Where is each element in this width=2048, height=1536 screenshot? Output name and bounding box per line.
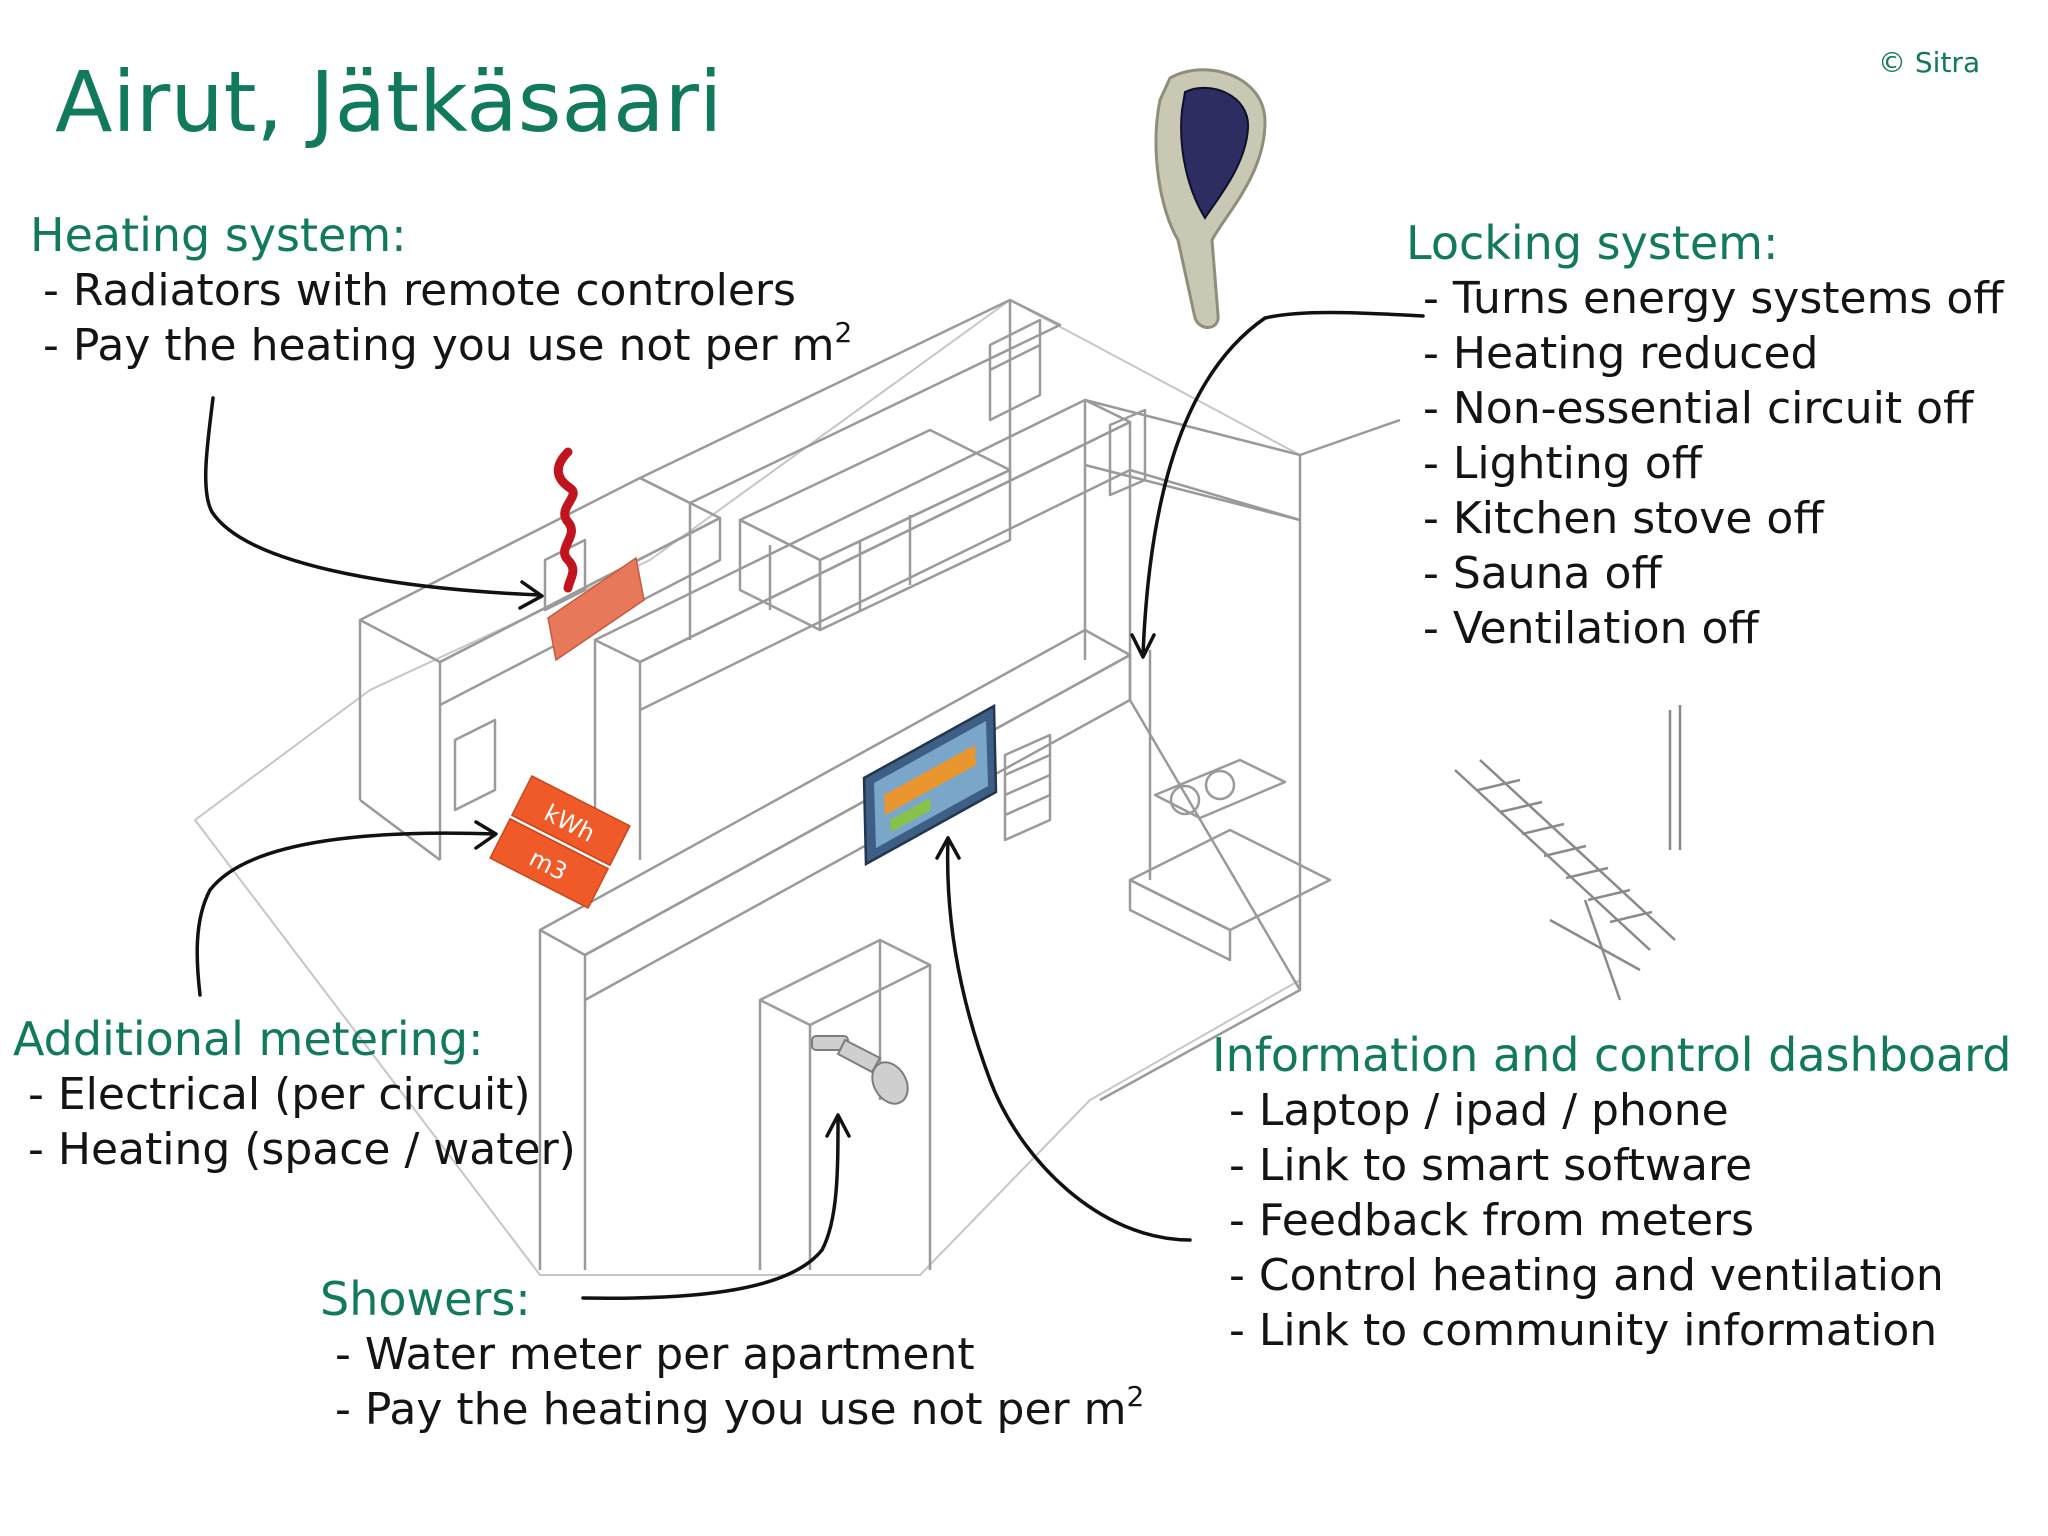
dashboard-item: - Link to smart software [1229,1140,1753,1191]
locking-heading: Locking system: [1406,216,1779,270]
locking-item: - Heating reduced [1423,328,1819,379]
dashboard-item: - Link to community information [1229,1305,1938,1356]
annotation-arrows [195,310,1425,1300]
heating-item-pay-text: - Pay the heating you use not per m [43,320,835,371]
heat-wave-icon [553,447,578,593]
showers-item-pay-sup: 2 [1126,1380,1145,1413]
heating-item-radiators: - Radiators with remote controlers [43,265,796,316]
heating-heading: Heating system: [30,208,407,262]
dashboard-item: - Control heating and ventilation [1229,1250,1944,1301]
building-line-drawing [194,298,1682,1276]
showers-item-pay: - Pay the heating you use not per m2 [320,1382,1144,1437]
additional-metering-section: Additional metering: - Electrical (per c… [13,1012,576,1177]
dashboard-arrow [945,836,1192,1242]
heating-system-section: Heating system: - Radiators with remote … [30,208,852,373]
locking-item: - Kitchen stove off [1423,493,1824,544]
metering-heading: Additional metering: [13,1012,484,1066]
showers-heading: Showers: [320,1272,531,1326]
page-title: Airut, Jätkäsaari [55,53,723,151]
shower-head-icon [811,1035,909,1105]
dashboard-item: - Laptop / ipad / phone [1229,1085,1729,1136]
metering-item-electrical: - Electrical (per circuit) [28,1069,531,1120]
radiator-icon [547,556,645,662]
showers-arrow [581,1115,840,1300]
metering-arrow [195,831,497,997]
key-fob-icon [1154,68,1267,329]
dashboard-heading: Information and control dashboard [1212,1028,2012,1082]
heating-arrow [203,396,542,597]
dashboard-item: - Feedback from meters [1229,1195,1755,1246]
dashboard-screen-icon [862,703,998,867]
locking-system-section: Locking system: - Turns energy systems o… [1406,216,2004,656]
copyright-label: © Sitra [1878,46,1981,79]
metering-item-heating: - Heating (space / water) [28,1124,576,1175]
locking-item: - Sauna off [1423,548,1662,599]
locking-item: - Ventilation off [1423,603,1759,654]
showers-item-pay-text: - Pay the heating you use not per m [335,1384,1127,1435]
locking-arrow [1141,310,1425,657]
dashboard-section: Information and control dashboard - Lapt… [1212,1028,2011,1358]
meter-tag-icon: kWh m3 [489,775,631,909]
locking-item: - Lighting off [1423,438,1702,489]
showers-section: Showers: - Water meter per apartment - P… [320,1272,1144,1437]
heating-item-pay-sup: 2 [834,316,853,349]
heating-item-pay: - Pay the heating you use not per m2 [30,318,852,373]
showers-item-water-meter: - Water meter per apartment [335,1329,975,1380]
locking-item: - Turns energy systems off [1423,273,2004,324]
locking-item: - Non-essential circuit off [1423,383,1974,434]
